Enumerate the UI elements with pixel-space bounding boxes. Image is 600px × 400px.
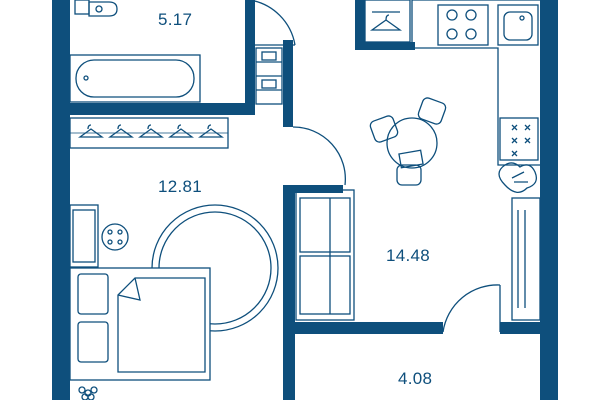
stove-icon: [437, 4, 489, 46]
bed-icon: [69, 267, 211, 381]
dining-table-icon: [386, 117, 438, 169]
refrigerator-icon: [511, 197, 541, 321]
sink-icon: [497, 4, 539, 46]
bedroom-area-label: 12.81: [158, 177, 203, 196]
bathroom-door: [249, 0, 296, 46]
sofa-icon: [295, 189, 355, 321]
cooktop-icon: [499, 117, 539, 161]
walls: [52, 0, 558, 400]
toilet-icon: [74, 0, 118, 17]
kitchen-counter: [411, 0, 540, 166]
plant-icon: [498, 162, 538, 193]
chair-icon: [369, 97, 447, 186]
bedroom-door: [292, 126, 346, 186]
flower-icon: [78, 386, 98, 400]
washing-machine-icon: [69, 204, 129, 268]
kitchen-living-area-label: 14.48: [386, 246, 431, 265]
utility-shaft: [255, 47, 283, 105]
hallway-area-label: 4.08: [398, 369, 433, 388]
bathtub-icon: [69, 54, 201, 103]
wardrobe-hangers-icon: [69, 117, 229, 149]
bathroom-area-label: 5.17: [158, 10, 193, 29]
coat-hanger-icon: [364, 0, 411, 43]
hallway-door: [442, 284, 501, 333]
